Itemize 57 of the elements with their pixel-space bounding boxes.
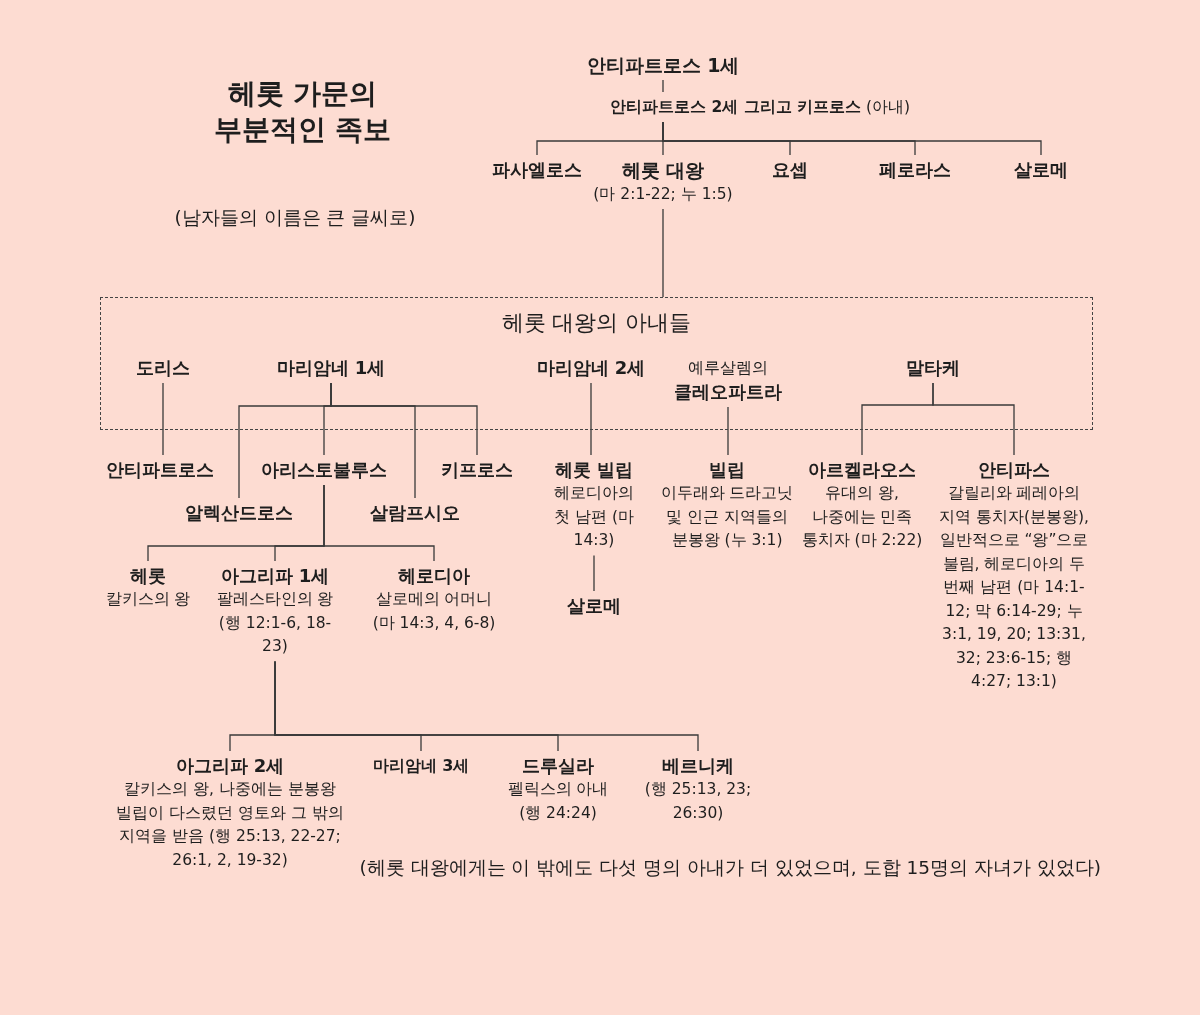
person-note: 헤로디아의 첫 남편 (마 14:3) [553,483,635,551]
family-line [274,660,699,752]
person-name: 파사엘로스 [492,158,582,182]
note-text: (헤롯 대왕에게는 이 밖에도 다섯 명의 아내가 더 있었으며, 도합 15명의 자녀가 있었다) [359,856,1101,880]
person-note: 안티파트로스 2세 그리고 키프로스 (아내) [610,97,910,118]
person-name: 마리암네 3세 [372,755,470,777]
person-note: 살로메의 어머니 (마 14:3, 4, 6-8) [371,589,497,634]
person-name: 클레오파트라 [674,380,782,404]
person-name: 안티파스 [978,458,1050,482]
person-name: 안티파트로스 1세 [586,53,740,77]
person-name: 마리암네 2세 [536,356,646,380]
person-note: 팔레스타인의 왕 (행 12:1-6, 18-23) [215,589,335,657]
person-name: 키프로스 [441,458,513,482]
person-note: 칼키스의 왕 [105,589,191,610]
person-name: 살람프시오 [370,501,460,525]
person-name: 베르니케 [662,754,734,778]
person-name: 말타케 [906,356,960,380]
person-name: 헤롯 빌립 [554,458,634,482]
note-text: (남자들의 이름은 큰 글씨로) [174,206,416,230]
person-name: 마리암네 1세 [276,356,386,380]
dashed-group-box [100,297,1093,430]
person-note: (행 25:13, 23; 26:30) [643,779,753,824]
person-note: 이두래와 드라고닛 및 인근 지역들의 분봉왕 (누 3:1) [659,483,795,551]
person-name: 헤로디아 [398,564,470,588]
person-note: 예루살렘의 [688,358,768,379]
family-line [590,382,592,456]
family-line [662,208,664,298]
chart-title: 헤롯 가문의 부분적인 족보 [212,76,393,148]
person-name: 드루실라 [522,754,594,778]
person-name: 아그리파 2세 [175,754,285,778]
person-note: 펠릭스의 아내 (행 24:24) [506,779,610,824]
group-title: 헤롯 대왕의 아내들 [501,309,692,337]
person-name: 도리스 [136,356,190,380]
person-note: 칼키스의 왕, 나중에는 분봉왕 빌립이 다스렸던 영토와 그 밖의 지역을 받음 (행 25:13, 22-27; 26:1, 2, 19-32) [115,779,345,871]
family-line [162,382,164,456]
person-name: 안티파트로스 [106,458,214,482]
family-line [932,382,1015,456]
family-line [662,121,1042,156]
family-line [323,484,435,562]
person-name: 헤롯 [130,564,166,588]
person-name: 아그리파 1세 [220,564,330,588]
person-name: 빌립 [709,458,745,482]
person-name: 헤롯 대왕 [621,158,705,182]
family-line [330,382,478,456]
person-note: (마 2:1-22; 누 1:5) [593,184,733,205]
person-name: 요셉 [772,158,808,182]
person-name: 아르켈라오스 [808,458,916,482]
person-name: 페로라스 [879,158,951,182]
family-line [593,554,595,592]
family-line [727,406,729,456]
person-note: 유대의 왕, 나중에는 민족 통치자 (마 2:22) [800,483,924,551]
person-name: 알렉산드로스 [185,501,293,525]
family-line [662,79,664,93]
person-name: 살로메 [567,594,621,618]
person-name: 아리스토불루스 [261,458,387,482]
person-note: 갈릴리와 페레아의 지역 통치자(분봉왕), 일반적으로 “왕”으로 불림, 헤로디아의 두 번째 남편 (마 14:1-12; 막 6:14-29; 누 3:1, 19, 20; 13:31, 32; 23:6-15; 행 4:27; 13:1) [939,483,1089,692]
person-name: 살로메 [1014,158,1068,182]
